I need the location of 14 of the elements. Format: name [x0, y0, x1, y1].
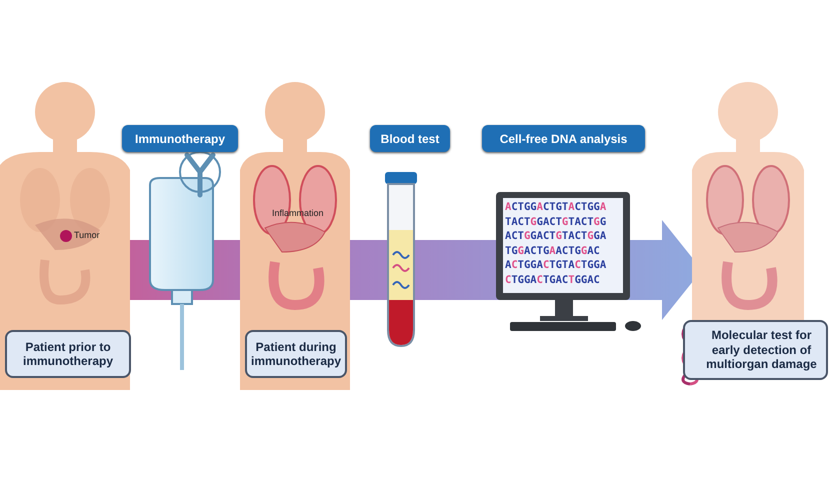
caption-box: Patient during immunotherapy: [245, 330, 347, 378]
dna-sequence-text: CTGGACTGACTGGAC: [505, 274, 600, 285]
step-header: Blood test: [370, 125, 450, 152]
step-header: Cell-free DNA analysis: [482, 125, 645, 152]
dna-sequence-text: ACTGGACTGTACTGGA: [505, 231, 606, 242]
organ-label: Inflammation: [272, 208, 324, 218]
organ-label: Tumor: [74, 230, 100, 240]
caption-box: Patient prior to immunotherapy: [5, 330, 131, 378]
dna-sequence-text: ACTGGACTGTACTGGA: [505, 202, 606, 212]
caption-box: Molecular test for early detection of multiorgan damage: [683, 320, 828, 380]
dna-sequence-text: TGGACTGAACTGGAC: [505, 246, 600, 256]
dna-sequence-text: TACTGGACTGTACTGG: [505, 216, 606, 227]
dna-sequence-text: ACTGGACTGTACTGGA: [505, 260, 606, 270]
step-header: Immunotherapy: [122, 125, 238, 152]
